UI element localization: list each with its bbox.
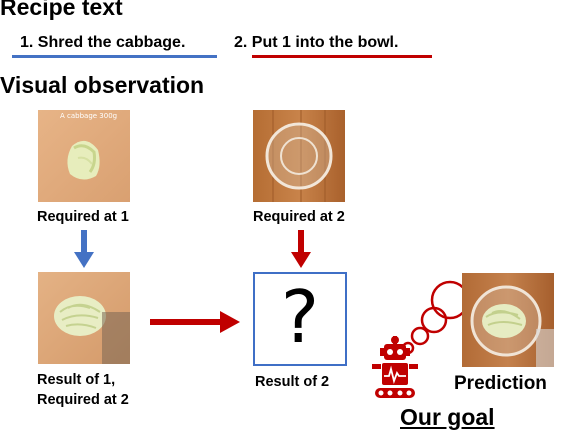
photo-shredded-cabbage xyxy=(38,272,130,364)
red-right-arrow xyxy=(150,311,240,333)
our-goal-title: Our goal xyxy=(400,404,495,430)
caption-required-at-1: Required at 1 xyxy=(37,209,129,225)
question-mark: ? xyxy=(280,275,320,359)
recipe-step-2: 2. Put 1 into the bowl. xyxy=(234,34,399,51)
caption-required-at-2: Required at 2 xyxy=(253,209,345,225)
caption-result-of-1-line2: Required at 2 xyxy=(37,392,129,408)
step-2-underline xyxy=(252,55,432,58)
visual-heading: Visual observation xyxy=(0,72,205,98)
photo-prediction-bowl xyxy=(462,273,554,367)
photo-cabbage-wedge: A cabbage 300g xyxy=(38,110,130,202)
step-1-underline xyxy=(12,55,217,58)
prediction-label: Prediction xyxy=(454,373,547,394)
photo-overlay-text: A cabbage 300g xyxy=(60,112,118,120)
photo-glass-bowl xyxy=(253,110,345,202)
blue-down-arrow xyxy=(74,230,94,268)
unknown-result-box: ? xyxy=(253,272,347,366)
caption-result-of-1-line1: Result of 1, xyxy=(37,372,116,388)
caption-result-of-2: Result of 2 xyxy=(255,374,330,390)
caption-result-of-1: Result of 1, Required at 2 xyxy=(37,370,129,410)
recipe-step-1: 1. Shred the cabbage. xyxy=(20,34,186,51)
red-down-arrow xyxy=(291,230,311,268)
recipe-heading: Recipe text xyxy=(0,0,123,20)
robot-icon xyxy=(372,336,418,398)
